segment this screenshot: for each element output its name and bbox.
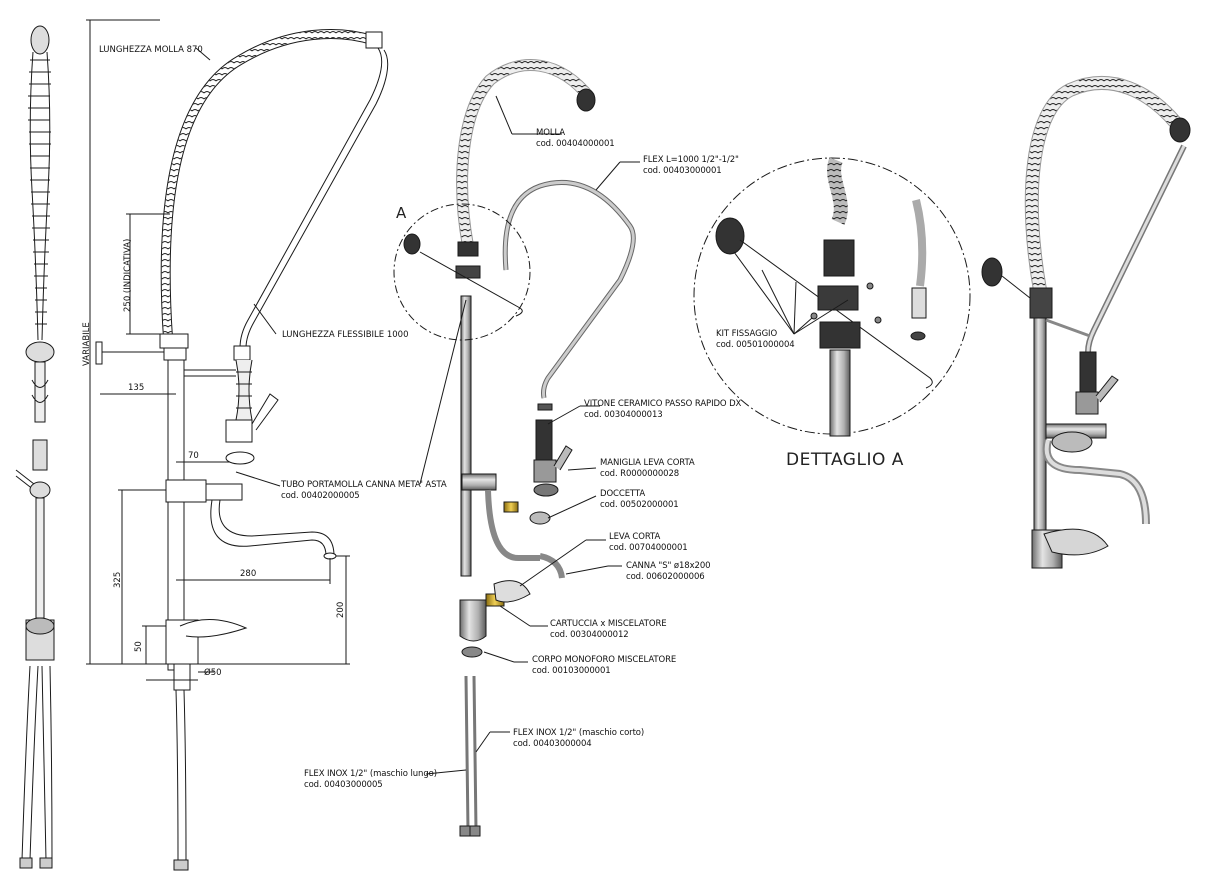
- part-name: DOCCETTA: [600, 489, 646, 499]
- kit-code: cod. 00501000004: [716, 340, 795, 350]
- part-name: CANNA "S" ø18x200: [626, 561, 711, 571]
- detail-marker: A: [396, 204, 407, 222]
- part-code: cod. 00602000006: [626, 572, 705, 582]
- part-label: DOCCETTA cod. 00502000001: [600, 489, 679, 511]
- dim-70: 70: [188, 451, 199, 461]
- part-label: CORPO MONOFORO MISCELATORE cod. 00103000…: [532, 655, 676, 677]
- part-name: MOLLA: [536, 128, 566, 138]
- part-name: VITONE CERAMICO PASSO RAPIDO DX: [584, 399, 742, 409]
- part-label: FLEX INOX 1/2" (maschio lungo) cod. 0040…: [304, 769, 437, 791]
- part-code: cod. 00704000001: [609, 543, 688, 553]
- part-label: FLEX L=1000 1/2"-1/2" cod. 00403000001: [643, 155, 739, 177]
- part-label: VITONE CERAMICO PASSO RAPIDO DX cod. 003…: [584, 399, 741, 421]
- dim-50: 50: [134, 641, 144, 652]
- part-code: cod. R0000000028: [600, 469, 680, 479]
- part-name: CORPO MONOFORO MISCELATORE: [532, 655, 677, 665]
- part-name: CARTUCCIA x MISCELATORE: [550, 619, 667, 629]
- part-name: MANIGLIA LEVA CORTA: [600, 458, 695, 468]
- dim-phi50: Ø50: [204, 668, 222, 678]
- part-name: FLEX INOX 1/2" (maschio lungo): [304, 769, 437, 779]
- front-view: [86, 19, 389, 871]
- tube-label: TUBO PORTAMOLLA CANNA META' ASTA cod. 00…: [281, 480, 447, 502]
- indicative-250-label: 250 (INDICATIVA): [123, 238, 133, 312]
- kit-name: KIT FISSAGGIO: [716, 329, 778, 339]
- variable-label: VARIABILE: [82, 322, 92, 366]
- tube-name: TUBO PORTAMOLLA CANNA META' ASTA: [281, 480, 447, 490]
- flexible-length-label: LUNGHEZZA FLESSIBILE 1000: [282, 330, 409, 340]
- exploded-view: [393, 59, 640, 837]
- detail-title: DETTAGLIO A: [786, 450, 904, 470]
- spring-length-label: LUNGHEZZA MOLLA 870: [99, 45, 203, 55]
- tube-code: cod. 00402000005: [281, 491, 360, 501]
- part-label: MOLLA cod. 00404000001: [536, 128, 615, 150]
- part-name: FLEX INOX 1/2" (maschio corto): [513, 728, 645, 738]
- part-label: CANNA "S" ø18x200 cod. 00602000006: [626, 561, 711, 583]
- part-code: cod. 00304000013: [584, 410, 663, 420]
- kit-label: KIT FISSAGGIO cod. 00501000004: [716, 329, 795, 351]
- side-view: [15, 25, 55, 869]
- part-label: CARTUCCIA x MISCELATORE cod. 00304000012: [550, 619, 667, 641]
- dim-135: 135: [128, 383, 145, 393]
- part-code: cod. 00103000001: [532, 666, 611, 676]
- detail-a: [693, 157, 971, 437]
- part-code: cod. 00403000001: [643, 166, 722, 176]
- part-name: LEVA CORTA: [609, 532, 661, 542]
- dim-325: 325: [113, 571, 123, 588]
- assembled-view: [981, 76, 1191, 569]
- part-code: cod. 00404000001: [536, 139, 615, 149]
- part-name: FLEX L=1000 1/2"-1/2": [643, 155, 739, 165]
- part-label: FLEX INOX 1/2" (maschio corto) cod. 0040…: [513, 728, 644, 750]
- part-code: cod. 00502000001: [600, 500, 679, 510]
- part-code: cod. 00403000005: [304, 780, 383, 790]
- dim-200: 200: [336, 601, 346, 618]
- part-code: cod. 00403000004: [513, 739, 592, 749]
- part-code: cod. 00304000012: [550, 630, 629, 640]
- part-label: LEVA CORTA cod. 00704000001: [609, 532, 688, 554]
- dim-280: 280: [240, 569, 257, 579]
- part-label: MANIGLIA LEVA CORTA cod. R0000000028: [600, 458, 695, 480]
